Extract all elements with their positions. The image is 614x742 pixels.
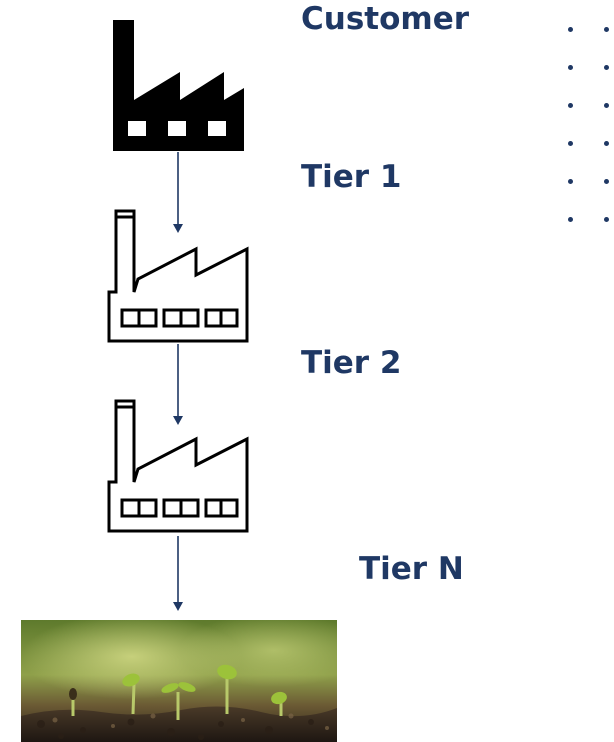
seedlings-in-soil-photo	[21, 620, 337, 742]
label-tier-2: Tier 2	[301, 345, 402, 381]
flow-arrow	[173, 536, 183, 611]
dot-grid-decoration	[560, 18, 614, 238]
flow-arrow	[173, 152, 183, 233]
label-tier-n: Tier N	[359, 551, 464, 587]
label-customer: Customer	[301, 1, 470, 37]
factory-outline-icon	[107, 399, 249, 533]
label-tier-1: Tier 1	[301, 159, 402, 195]
factory-filled-icon	[113, 20, 244, 151]
factory-outline-icon	[107, 209, 249, 343]
flow-arrow	[173, 344, 183, 425]
